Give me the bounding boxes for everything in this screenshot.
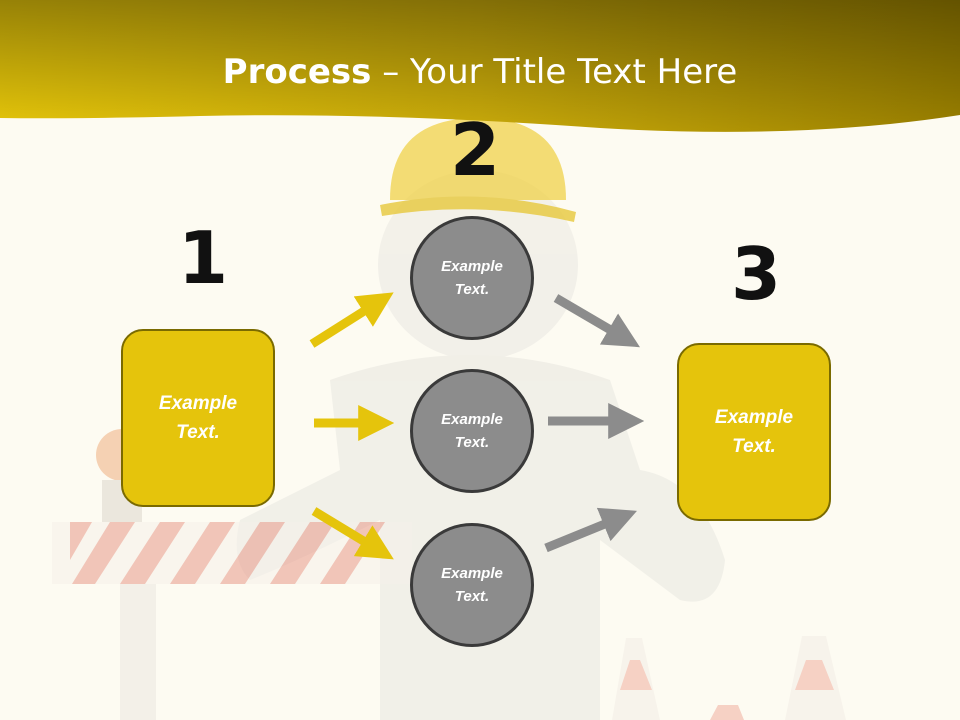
step-3-box[interactable]: Example Text. — [677, 343, 831, 521]
hard-hat — [380, 118, 576, 222]
arrow-2a-to-3 — [553, 294, 640, 348]
title-rest: Your Title Text Here — [410, 52, 738, 92]
step-2-circle-1[interactable]: Example Text. — [410, 216, 534, 340]
step-2-circle-2[interactable]: Example Text. — [410, 369, 534, 493]
title-bold: Process — [222, 52, 372, 92]
arrow-1-to-2c — [311, 507, 394, 560]
traffic-cones — [612, 636, 846, 720]
arrow-1-to-2a — [309, 292, 394, 348]
step-3-text: Example Text. — [714, 407, 794, 457]
step-2-circle-2-text: Example Text. — [441, 411, 503, 451]
step-2-circle-3[interactable]: Example Text. — [410, 523, 534, 647]
page-title: Process – Your Title Text Here — [0, 52, 960, 92]
step-2-number: 2 — [450, 108, 501, 192]
arrow-2c-to-3 — [544, 507, 638, 553]
step-2-circle-3-text: Example Text. — [441, 565, 503, 605]
step-1-box[interactable]: Example Text. — [121, 329, 275, 507]
step-3-number: 3 — [731, 232, 782, 316]
step-1-number: 1 — [178, 216, 229, 300]
step-1-text: Example Text. — [158, 393, 238, 443]
step-2-circle-1-text: Example Text. — [441, 258, 503, 298]
title-dash: – — [371, 52, 411, 92]
